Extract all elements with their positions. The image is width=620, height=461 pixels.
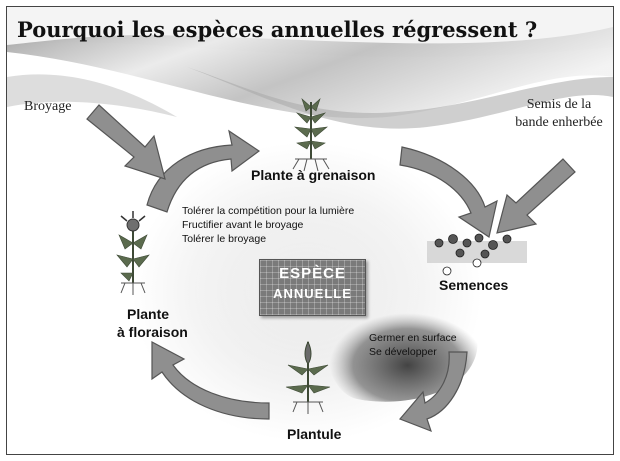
cycle-diagram [86,98,576,433]
seedling-icon [285,340,331,414]
seeds-icon [427,233,527,276]
note-line: Germer en surface [369,332,457,344]
curved-arrow-icon [146,129,261,213]
curved-arrow-icon [151,341,270,420]
note-line: Tolérer le broyage [182,233,267,245]
center-line2: ANNUELLE [273,286,352,301]
center-line1: ESPÈCE [279,265,346,282]
note-line: Se développer [369,346,437,358]
straight-arrow-icon [496,158,576,234]
note-line: Tolérer la compétition pour la lumière [182,205,355,217]
label-semis: Semis de la bande enherbée [515,97,603,130]
label-broyage: Broyage [24,99,72,114]
germination-notes: Germer en surface Se développer [369,331,457,359]
curved-arrow-icon [399,146,498,238]
label-plante-floraison-l1: Plante [127,306,170,322]
note-line: Fructifier avant le broyage [182,219,304,231]
slide: Pourquoi les espèces annuelles régressen… [6,6,614,455]
label-plantule: Plantule [287,426,342,442]
center-species-box: ESPÈCE ANNUELLE [259,259,366,316]
flower-icon [116,211,150,295]
curved-arrow-icon [398,351,468,433]
competition-notes: Tolérer la compétition pour la lumière F… [182,204,354,246]
plant-icon [292,98,330,172]
label-plante-floraison-l2: à floraison [117,324,188,340]
label-plante-grenaison: Plante à grenaison [251,167,376,183]
label-semences: Semences [439,277,509,293]
slide-title: Pourquoi les espèces annuelles régressen… [17,17,538,42]
straight-arrow-icon [86,104,166,180]
